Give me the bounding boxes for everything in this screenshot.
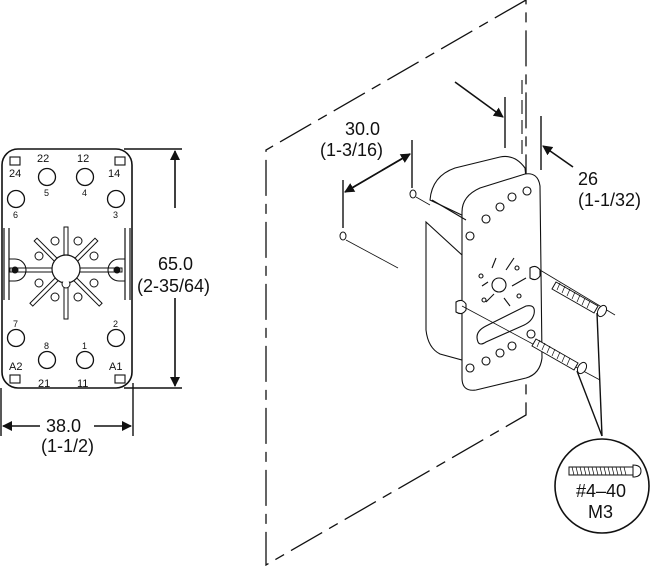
pin-6	[6, 189, 26, 209]
hole-axis-bottom	[345, 239, 399, 269]
height-in: (2-35/64)	[137, 276, 210, 296]
screw-axis-bottom	[461, 305, 601, 381]
depth-mm: 26	[578, 169, 598, 189]
height-mm: 65.0	[158, 254, 193, 274]
socket-front-view: 24 22 12 14 5 4 6 3 7 2 8 1 A2 A1 21 11	[1, 148, 133, 390]
panel-hole-top	[409, 189, 417, 199]
label-pin-1: 1	[82, 341, 87, 351]
width-in: (1-1/2)	[41, 436, 94, 456]
pin-2	[106, 328, 126, 348]
label-pin-7: 7	[13, 319, 18, 329]
label-terminal-a1: A1	[109, 361, 122, 373]
mounting-screw-bottom	[531, 338, 588, 375]
label-pin-8: 8	[44, 341, 49, 351]
hole-spacing-in: (1-3/16)	[320, 140, 383, 160]
hole-spacing-mm: 30.0	[345, 119, 380, 139]
label-terminal-14: 14	[108, 168, 120, 180]
panel-hole-bottom	[339, 231, 347, 241]
leader-line-top	[596, 312, 603, 437]
mounting-panel	[265, 0, 527, 566]
socket-outline	[1, 148, 133, 389]
label-pin-3: 3	[113, 210, 118, 220]
mounting-screw-top	[551, 281, 608, 318]
width-dimension: 38.0 (1-1/2)	[0, 383, 134, 456]
pin-4	[75, 167, 95, 187]
label-terminal-24: 24	[9, 168, 21, 180]
leader-line-bottom	[576, 370, 603, 437]
height-dimension: 65.0 (2-35/64)	[124, 148, 210, 389]
mounting-hole-right	[113, 266, 121, 274]
depth-in: (1-1/32)	[578, 190, 641, 210]
label-terminal-21: 21	[38, 378, 50, 390]
terminal-square-24	[9, 156, 21, 166]
label-pin-4: 4	[82, 188, 87, 198]
hole-spacing-dimension: 30.0 (1-3/16)	[320, 119, 413, 228]
depth-dimension: 26 (1-1/32)	[454, 80, 641, 210]
label-terminal-22: 22	[37, 153, 49, 165]
terminal-square-14	[114, 156, 126, 166]
pin-3	[106, 189, 126, 209]
center-hub	[9, 226, 125, 320]
pin-5	[37, 167, 57, 187]
pin-8	[37, 350, 57, 370]
label-pin-5: 5	[44, 188, 49, 198]
label-terminal-12: 12	[77, 153, 89, 165]
terminal-square-a1	[114, 374, 126, 384]
label-pin-6: 6	[13, 210, 18, 220]
mounting-hole-left	[11, 266, 19, 274]
relay-socket-isometric	[425, 155, 543, 391]
screw-size-us: #4–40	[576, 481, 626, 501]
width-mm: 38.0	[46, 416, 81, 436]
label-pin-2: 2	[113, 319, 118, 329]
label-terminal-a2: A2	[9, 361, 22, 373]
terminal-square-a2	[9, 374, 21, 384]
pin-1	[75, 350, 95, 370]
screw-callout: #4–40 M3	[554, 438, 650, 534]
screw-size-metric: M3	[588, 502, 613, 522]
label-terminal-11: 11	[77, 378, 88, 390]
pin-7	[6, 328, 26, 348]
